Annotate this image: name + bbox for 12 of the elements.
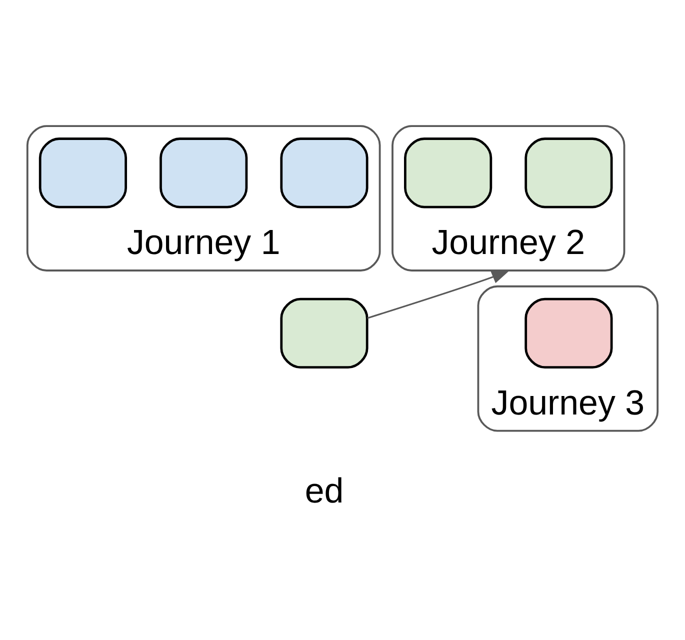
node-box (280, 297, 368, 368)
arrow (367, 269, 511, 318)
cluster: Journey 3 (477, 284, 659, 432)
node-box (160, 137, 248, 208)
node-box (38, 137, 128, 208)
node-box (524, 137, 613, 208)
node-box (524, 297, 613, 368)
node-box (280, 137, 368, 208)
cluster: Journey 2 (392, 124, 626, 271)
node-box (404, 137, 492, 208)
label: ed (304, 470, 344, 510)
cluster: Journey 1 (26, 124, 381, 271)
